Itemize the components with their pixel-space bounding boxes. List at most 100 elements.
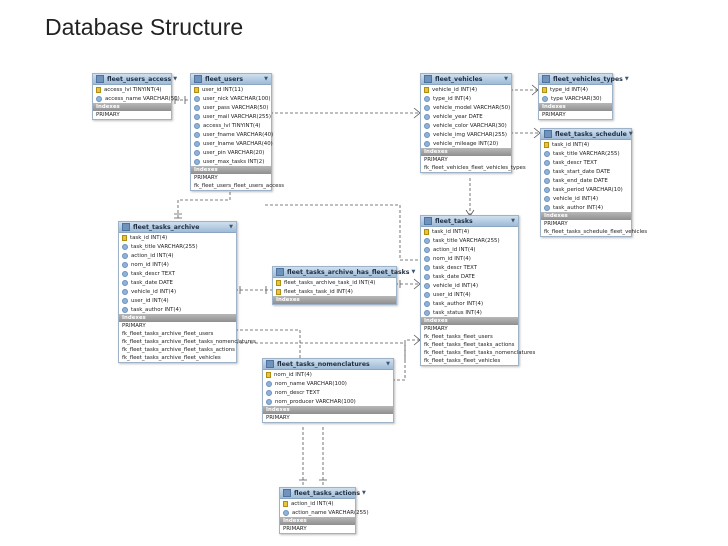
- table-column[interactable]: user_pin VARCHAR(20): [191, 148, 271, 157]
- table-icon: [424, 217, 432, 225]
- table-column[interactable]: task_descr TEXT: [119, 269, 236, 278]
- table-column[interactable]: action_id INT(4): [119, 251, 236, 260]
- chevron-down-icon[interactable]: ▼: [504, 76, 508, 82]
- indexes-header[interactable]: Indexes: [421, 317, 518, 325]
- chevron-down-icon[interactable]: ▼: [173, 76, 178, 82]
- table-fleet-tasks[interactable]: fleet_tasks▼task_id INT(4)task_title VAR…: [420, 215, 535, 366]
- table-column[interactable]: action_name VARCHAR(255): [280, 508, 369, 517]
- table-column[interactable]: action_id INT(4): [421, 245, 518, 254]
- table-column[interactable]: task_author INT(4): [119, 305, 236, 314]
- table-column[interactable]: vehicle_model VARCHAR(50): [421, 103, 511, 112]
- table-header[interactable]: fleet_vehicles_types▼: [539, 74, 629, 85]
- indexes-header[interactable]: Indexes: [539, 103, 612, 111]
- table-column[interactable]: task_author INT(4): [541, 203, 631, 212]
- table-column[interactable]: nom_id INT(4): [263, 370, 393, 379]
- table-column[interactable]: vehicle_year DATE: [421, 112, 511, 121]
- table-column[interactable]: user_id INT(11): [191, 85, 271, 94]
- table-column[interactable]: task_title VARCHAR(255): [421, 236, 518, 245]
- table-column[interactable]: fleet_tasks_task_id INT(4): [273, 287, 396, 296]
- chevron-down-icon[interactable]: ▼: [229, 224, 233, 230]
- table-header[interactable]: fleet_tasks_archive▼: [119, 222, 236, 233]
- table-column[interactable]: vehicle_id INT(4): [421, 85, 511, 94]
- chevron-down-icon[interactable]: ▼: [624, 76, 629, 82]
- table-column[interactable]: task_descr TEXT: [421, 263, 518, 272]
- indexes-header[interactable]: Indexes: [541, 212, 631, 220]
- table-column[interactable]: type_id INT(4): [421, 94, 511, 103]
- table-column[interactable]: user_id INT(4): [421, 290, 518, 299]
- table-column[interactable]: access_lvl TINYINT(4): [191, 121, 271, 130]
- chevron-down-icon[interactable]: ▼: [264, 76, 268, 82]
- column-icon: [194, 122, 200, 129]
- indexes-header[interactable]: Indexes: [119, 314, 236, 322]
- chevron-down-icon[interactable]: ▼: [386, 361, 390, 367]
- table-header[interactable]: fleet_tasks_nomenclatures▼: [263, 359, 393, 370]
- table-column[interactable]: task_date DATE: [119, 278, 236, 287]
- chevron-down-icon[interactable]: ▼: [511, 218, 515, 224]
- table-column[interactable]: access_lvl TINYINT(4): [93, 85, 171, 94]
- table-header[interactable]: fleet_tasks_schedule▼: [541, 129, 633, 140]
- table-column[interactable]: task_end_date DATE: [541, 176, 631, 185]
- table-column[interactable]: nom_name VARCHAR(100): [263, 379, 393, 388]
- column-label: task_start_date DATE: [553, 168, 611, 175]
- table-column[interactable]: vehicle_id INT(4): [541, 194, 631, 203]
- table-column[interactable]: task_author INT(4): [421, 299, 518, 308]
- table-fleet-vehicles-types[interactable]: fleet_vehicles_types▼type_id INT(4)type …: [538, 73, 629, 120]
- table-header[interactable]: fleet_tasks_actions▼: [280, 488, 366, 499]
- table-column[interactable]: nom_id INT(4): [119, 260, 236, 269]
- indexes-header[interactable]: Indexes: [280, 517, 355, 525]
- table-fleet-users-access[interactable]: fleet_users_access▼access_lvl TINYINT(4)…: [92, 73, 180, 120]
- table-column[interactable]: type VARCHAR(30): [539, 94, 612, 103]
- table-header[interactable]: fleet_vehicles▼: [421, 74, 511, 85]
- table-column[interactable]: task_period VARCHAR(10): [541, 185, 631, 194]
- table-header[interactable]: fleet_users▼: [191, 74, 271, 85]
- table-column[interactable]: vehicle_id INT(4): [119, 287, 236, 296]
- table-column[interactable]: user_id INT(4): [119, 296, 236, 305]
- chevron-down-icon[interactable]: ▼: [362, 490, 366, 496]
- table-column[interactable]: type_id INT(4): [539, 85, 612, 94]
- indexes-header[interactable]: Indexes: [273, 296, 396, 304]
- table-column[interactable]: user_max_tasks INT(2): [191, 157, 271, 166]
- table-column[interactable]: vehicle_id INT(4): [421, 281, 518, 290]
- table-column[interactable]: nom_id INT(4): [421, 254, 518, 263]
- table-column[interactable]: nom_descr TEXT: [263, 388, 393, 397]
- table-fleet-tasks-archive-has-fleet-tasks[interactable]: fleet_tasks_archive_has_fleet_tasks▼flee…: [272, 266, 415, 305]
- column-icon: [424, 140, 430, 147]
- table-header[interactable]: fleet_tasks_archive_has_fleet_tasks▼: [273, 267, 415, 278]
- table-column[interactable]: fleet_tasks_archive_task_id INT(4): [273, 278, 396, 287]
- table-fleet-tasks-schedule[interactable]: fleet_tasks_schedule▼task_id INT(4)task_…: [540, 128, 647, 237]
- indexes-header[interactable]: Indexes: [263, 406, 393, 414]
- table-column[interactable]: task_title VARCHAR(255): [119, 242, 236, 251]
- table-column[interactable]: task_id INT(4): [421, 227, 518, 236]
- indexes-header[interactable]: Indexes: [191, 166, 271, 174]
- table-column[interactable]: user_lname VARCHAR(40): [191, 139, 273, 148]
- table-column[interactable]: user_mail VARCHAR(255): [191, 112, 271, 121]
- table-column[interactable]: user_fname VARCHAR(40): [191, 130, 273, 139]
- table-fleet-tasks-actions[interactable]: fleet_tasks_actions▼action_id INT(4)acti…: [279, 487, 369, 534]
- indexes-header[interactable]: Indexes: [421, 148, 511, 156]
- table-column[interactable]: task_date DATE: [421, 272, 518, 281]
- table-fleet-tasks-archive[interactable]: fleet_tasks_archive▼task_id INT(4)task_t…: [118, 221, 256, 363]
- key-icon: [276, 288, 281, 295]
- table-column[interactable]: vehicle_img VARCHAR(255): [421, 130, 511, 139]
- table-header[interactable]: fleet_tasks▼: [421, 216, 518, 227]
- table-column[interactable]: task_start_date DATE: [541, 167, 631, 176]
- table-column[interactable]: nom_producer VARCHAR(100): [263, 397, 393, 406]
- table-column[interactable]: access_name VARCHAR(50): [93, 94, 180, 103]
- table-column[interactable]: vehicle_color VARCHAR(30): [421, 121, 511, 130]
- table-column[interactable]: user_pass VARCHAR(50): [191, 103, 271, 112]
- table-column[interactable]: task_id INT(4): [119, 233, 236, 242]
- table-column[interactable]: vehicle_mileage INT(20): [421, 139, 511, 148]
- chevron-down-icon[interactable]: ▼: [411, 269, 416, 275]
- table-column[interactable]: task_status INT(4): [421, 308, 518, 317]
- table-fleet-users[interactable]: fleet_users▼user_id INT(11)user_nick VAR…: [190, 73, 284, 191]
- table-column[interactable]: task_descr TEXT: [541, 158, 631, 167]
- table-column[interactable]: task_title VARCHAR(255): [541, 149, 631, 158]
- chevron-down-icon[interactable]: ▼: [628, 131, 633, 137]
- table-fleet-vehicles[interactable]: fleet_vehicles▼vehicle_id INT(4)type_id …: [420, 73, 526, 173]
- table-column[interactable]: action_id INT(4): [280, 499, 355, 508]
- table-header[interactable]: fleet_users_access▼: [93, 74, 177, 85]
- table-fleet-tasks-nomenclatures[interactable]: fleet_tasks_nomenclatures▼nom_id INT(4)n…: [262, 358, 394, 423]
- indexes-header[interactable]: Indexes: [93, 103, 171, 111]
- table-column[interactable]: user_nick VARCHAR(100): [191, 94, 271, 103]
- table-column[interactable]: task_id INT(4): [541, 140, 631, 149]
